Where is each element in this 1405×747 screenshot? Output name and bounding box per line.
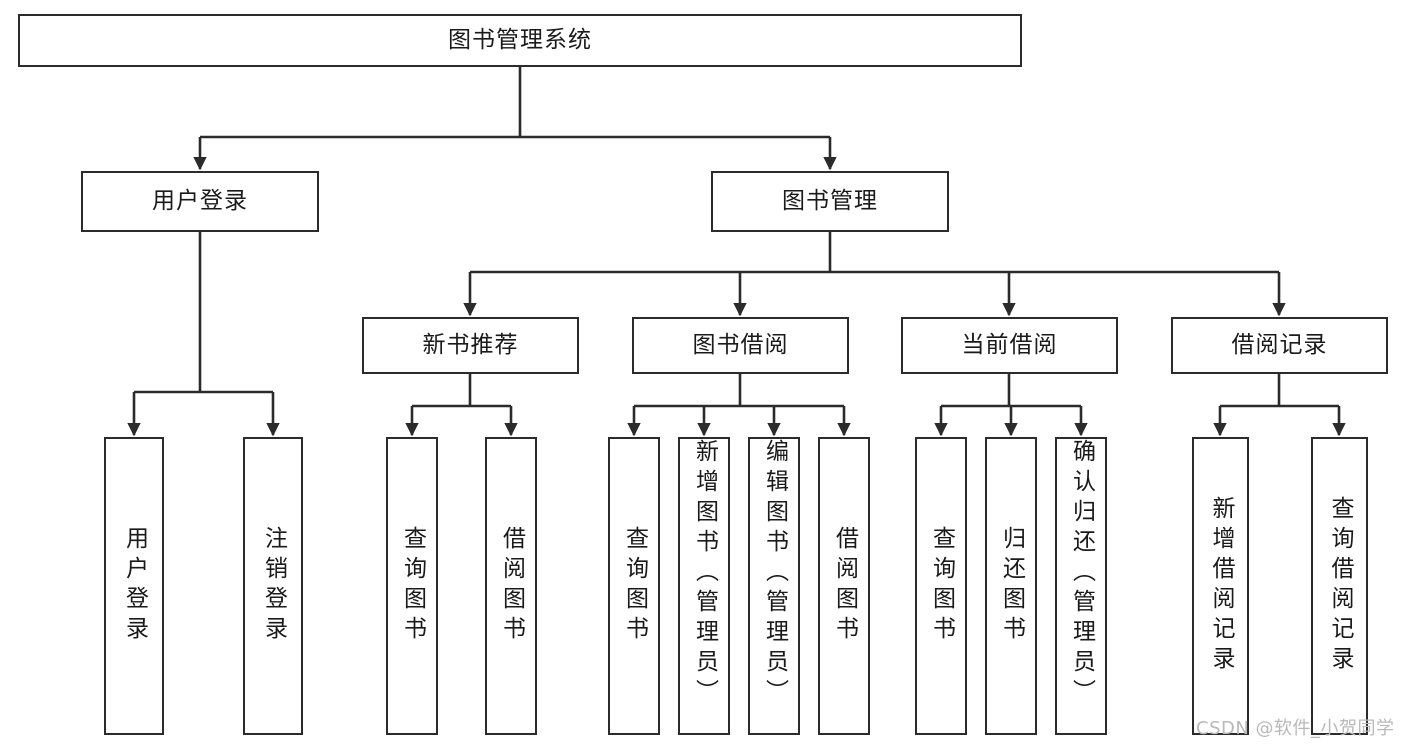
leaf-confirm-return-admin-label: 确认归还（管理员）: [1068, 439, 1095, 709]
root-node[interactable]: 图书管理系统: [18, 14, 1022, 67]
leaf-query-book-borrow[interactable]: 查询图书: [608, 437, 660, 735]
node-borrow-record[interactable]: 借阅记录: [1171, 317, 1388, 374]
leaf-query-book-current[interactable]: 查询图书: [915, 437, 967, 735]
leaf-logout-login-label: 注销登录: [260, 526, 287, 646]
node-book-borrow-label: 图书借阅: [692, 331, 789, 358]
leaf-borrow-book-borrow[interactable]: 借阅图书: [818, 437, 870, 735]
leaf-edit-book-admin-label: 编辑图书（管理员）: [761, 439, 788, 709]
leaf-query-book-current-label: 查询图书: [928, 526, 955, 646]
leaf-borrow-book-recommend-label: 借阅图书: [498, 526, 525, 646]
leaf-query-book-recommend[interactable]: 查询图书: [386, 437, 438, 735]
node-new-book-recommend[interactable]: 新书推荐: [362, 317, 579, 374]
leaf-query-borrow-record[interactable]: 查询借阅记录: [1311, 437, 1368, 735]
leaf-logout-login[interactable]: 注销登录: [243, 437, 303, 735]
leaf-user-login[interactable]: 用户登录: [104, 437, 164, 735]
csdn-watermark: CSDN @软件_小贺同学: [1196, 718, 1395, 739]
node-current-borrow[interactable]: 当前借阅: [901, 317, 1118, 374]
leaf-confirm-return-admin[interactable]: 确认归还（管理员）: [1055, 437, 1107, 735]
node-user-login[interactable]: 用户登录: [81, 171, 319, 232]
leaf-add-book-admin-label: 新增图书（管理员）: [691, 439, 718, 709]
node-user-login-label: 用户登录: [152, 187, 248, 214]
node-borrow-record-label: 借阅记录: [1231, 331, 1328, 358]
leaf-borrow-book-recommend[interactable]: 借阅图书: [485, 437, 537, 735]
node-current-borrow-label: 当前借阅: [961, 331, 1058, 358]
node-book-borrow[interactable]: 图书借阅: [632, 317, 849, 374]
leaf-user-login-label: 用户登录: [121, 526, 148, 646]
leaf-query-book-borrow-label: 查询图书: [621, 526, 648, 646]
leaf-add-borrow-record[interactable]: 新增借阅记录: [1192, 437, 1249, 735]
leaf-add-borrow-record-label: 新增借阅记录: [1208, 496, 1234, 676]
leaf-return-book-label: 归还图书: [998, 526, 1025, 646]
root-node-label: 图书管理系统: [448, 26, 592, 53]
leaf-query-borrow-record-label: 查询借阅记录: [1327, 496, 1353, 676]
node-book-management[interactable]: 图书管理: [711, 171, 949, 232]
node-new-book-recommend-label: 新书推荐: [422, 331, 519, 358]
leaf-query-book-recommend-label: 查询图书: [399, 526, 426, 646]
leaf-edit-book-admin[interactable]: 编辑图书（管理员）: [748, 437, 800, 735]
leaf-borrow-book-borrow-label: 借阅图书: [831, 526, 858, 646]
leaf-return-book[interactable]: 归还图书: [985, 437, 1037, 735]
node-book-management-label: 图书管理: [782, 187, 878, 214]
leaf-add-book-admin[interactable]: 新增图书（管理员）: [678, 437, 730, 735]
